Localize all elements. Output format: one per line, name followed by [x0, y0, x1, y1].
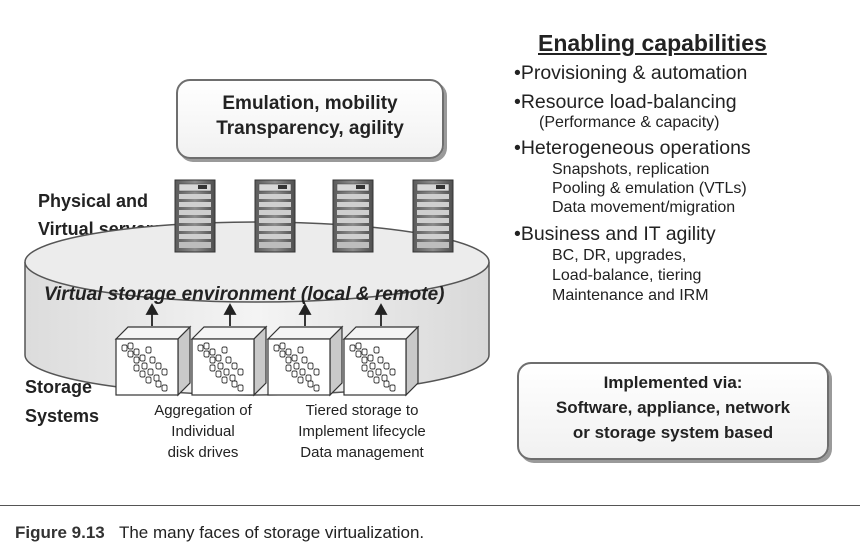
top-box-line-2: Transparency, agility	[216, 118, 404, 139]
aggregation-line: disk drives	[167, 444, 239, 461]
capability-title: Heterogeneous operations	[520, 137, 751, 159]
servers-label-line-1: Physical and	[38, 191, 149, 211]
top-box-line-1: Emulation, mobility	[222, 93, 398, 114]
capability-detail: Maintenance and IRM	[552, 287, 709, 304]
capability-item: •Resource load-balancing (Performance & …	[514, 90, 854, 131]
capability-title: Business and IT agility	[520, 223, 716, 245]
figure-number: Figure 9.13	[15, 523, 105, 542]
server-icon	[412, 179, 454, 253]
aggregation-line: Aggregation of	[154, 402, 252, 419]
capability-detail: BC, DR, upgrades,	[552, 247, 687, 264]
tiered-line: Tiered storage to	[305, 402, 419, 419]
capabilities-list: •Provisioning & automation •Resource loa…	[514, 61, 854, 306]
capability-item: •Business and IT agility BC, DR, upgrade…	[514, 222, 854, 306]
environment-label: Virtual storage environment (local & rem…	[44, 284, 445, 305]
tiered-line: Data management	[300, 444, 424, 461]
figure-caption: Figure 9.13 The many faces of storage vi…	[15, 523, 424, 543]
aggregation-line: Individual	[171, 423, 235, 440]
capability-detail: Data movement/migration	[552, 199, 736, 216]
tiered-caption: Tiered storage to Implement lifecycle Da…	[283, 400, 441, 463]
arrow-icons	[145, 303, 388, 326]
implemented-line-3: or storage system based	[572, 423, 774, 442]
server-icon	[174, 179, 216, 253]
figure-divider	[0, 505, 860, 506]
server-icon	[332, 179, 374, 253]
capabilities-heading: Enabling capabilities	[538, 30, 767, 56]
capability-detail: Load-balance, tiering	[552, 267, 702, 284]
disk-array-icon	[344, 327, 418, 395]
implemented-line-1: Implemented via:	[603, 373, 743, 392]
server-icon	[254, 179, 296, 253]
storage-label-line-2: Systems	[25, 406, 100, 426]
capability-title: Provisioning & automation	[520, 62, 748, 84]
capability-item: •Heterogeneous operations Snapshots, rep…	[514, 136, 854, 217]
capability-detail: Snapshots, replication	[552, 161, 710, 178]
figure-caption-text: The many faces of storage virtualization…	[118, 523, 425, 542]
capabilities-summary-box: Emulation, mobility Transparency, agilit…	[176, 79, 444, 159]
storage-systems-label: Storage Systems	[25, 373, 99, 431]
storage-label-line-1: Storage	[25, 377, 93, 397]
virtualization-diagram	[24, 179, 490, 396]
aggregation-caption: Aggregation of Individual disk drives	[138, 400, 268, 463]
implemented-via-box: Implemented via: Software, appliance, ne…	[517, 362, 829, 460]
tiered-line: Implement lifecycle	[298, 423, 426, 440]
capability-detail: (Performance & capacity)	[539, 114, 720, 131]
disk-array-icon	[268, 327, 342, 395]
capability-title: Resource load-balancing	[520, 91, 737, 113]
disk-array-icon	[192, 327, 266, 395]
capability-detail: Pooling & emulation (VTLs)	[552, 180, 747, 197]
implemented-line-2: Software, appliance, network	[555, 398, 791, 417]
capability-item: •Provisioning & automation	[514, 62, 748, 84]
disk-array-icon	[116, 327, 190, 395]
